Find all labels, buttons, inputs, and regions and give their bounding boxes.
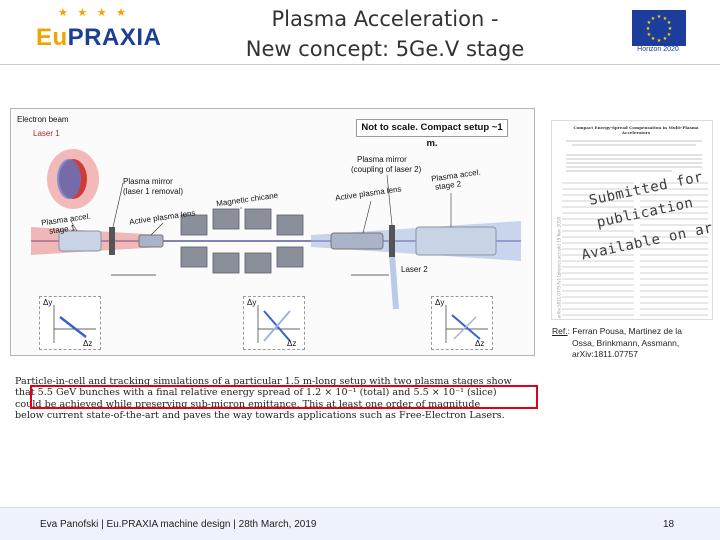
- slide-title: Plasma Acceleration - New concept: 5Ge.V…: [220, 4, 550, 64]
- phase-space-plot-1: [53, 305, 96, 343]
- label-plasma-mirror: Plasma mirror: [123, 177, 173, 186]
- phase-space-plot-3: [445, 305, 488, 343]
- label-plasma-mirror-sub: (laser 1 removal): [123, 187, 184, 196]
- svg-text:★: ★: [663, 16, 668, 22]
- setup-diagram: [31, 149, 521, 310]
- paper-text-lines: [562, 140, 708, 316]
- eu-flag-icon: ★★★ ★★★ ★★★ ★★★: [632, 10, 686, 46]
- label-electron-beam: Electron beam: [17, 115, 69, 124]
- active-plasma-lens1: [138, 234, 164, 248]
- horizon-2020-caption: Horizon 2020: [637, 46, 679, 53]
- svg-text:★: ★: [668, 26, 673, 32]
- abstract-line3: could be achieved while preserving sub-m…: [15, 398, 481, 410]
- reference-line2: Ossa, Brinkmann, Assmann,: [572, 337, 680, 348]
- plasma-stage2: [415, 226, 497, 256]
- paper-title: Compact Energy-Spread Compensation in Mu…: [573, 125, 699, 135]
- svg-text:★: ★: [647, 20, 652, 26]
- label-laser1: Laser 1: [33, 129, 60, 138]
- not-to-scale-note: Not to scale. Compact setup ~1 m.: [356, 119, 508, 149]
- plasma-mirror2: [389, 225, 395, 257]
- phase-axis-z-2: Δz: [287, 339, 297, 348]
- plasma-stage1: [58, 230, 102, 252]
- label-laser2: Laser 2: [401, 265, 428, 274]
- svg-text:★: ★: [657, 14, 662, 20]
- phase-space-panel-1: [39, 296, 101, 350]
- logo-text-eu: Eu: [36, 24, 68, 51]
- svg-text:★: ★: [667, 32, 672, 38]
- header-divider: [0, 64, 720, 65]
- paper-arxiv-id: arXiv:1811.07757v1 [physics.acc-ph] 19 N…: [556, 217, 562, 319]
- setup-figure: Electron beam Laser 1 Plasma mirror (las…: [10, 108, 535, 356]
- svg-text:★: ★: [667, 20, 672, 26]
- eu-flag-stars-icon: ★★★ ★★★ ★★★ ★★★: [632, 10, 686, 46]
- abstract-line4: below current state-of-the-art and paves…: [15, 409, 505, 421]
- footer-text: Eva Panofski | Eu.PRAXIA machine design …: [40, 519, 317, 530]
- reference-line1: Ref.: Ferran Pousa, Martinez de la: [552, 326, 714, 338]
- svg-text:★: ★: [663, 36, 668, 42]
- phase-axis-z-1: Δz: [83, 339, 93, 348]
- slide-header: ★ ★ ★ ★ EuPRAXIA Plasma Acceleration - N…: [0, 0, 720, 64]
- active-plasma-lens2: [330, 232, 384, 250]
- phase-axis-y-2: Δy: [247, 298, 257, 307]
- phase-space-panel-2: [243, 296, 305, 350]
- phase-axis-z-3: Δz: [475, 339, 485, 348]
- svg-text:★: ★: [657, 38, 662, 44]
- abstract-line1: Particle-in-cell and tracking simulation…: [15, 376, 512, 387]
- reference-block: Ref.: Ferran Pousa, Martinez de la Ossa,…: [552, 326, 714, 361]
- beam-spot: [57, 159, 81, 199]
- svg-text:★: ★: [651, 16, 656, 22]
- svg-text:★: ★: [646, 26, 651, 32]
- svg-text:★: ★: [647, 32, 652, 38]
- reference-label: Ref.: [552, 326, 568, 336]
- eupraxia-logo: ★ ★ ★ ★ EuPRAXIA: [28, 4, 178, 60]
- label-plasma-mirror-2: Plasma mirror: [357, 155, 407, 164]
- logo-stars-icon: ★ ★ ★ ★: [58, 6, 129, 19]
- paper-thumbnail: Compact Energy-Spread Compensation in Mu…: [551, 120, 713, 320]
- phase-axis-y-3: Δy: [435, 298, 445, 307]
- plasma-mirror1: [109, 227, 115, 255]
- highlight-box: [30, 385, 538, 409]
- phase-space-plot-2: [257, 305, 300, 343]
- logo-text-rest: PRAXIA: [67, 24, 162, 51]
- abstract-line2: that 5.5 GeV bunches with a final relati…: [15, 387, 497, 399]
- logo-text: EuPRAXIA: [36, 24, 161, 52]
- page-number: 18: [663, 519, 675, 530]
- abstract-excerpt: Particle-in-cell and tracking simulation…: [15, 376, 549, 421]
- slide-footer: Eva Panofski | Eu.PRAXIA machine design …: [0, 507, 720, 540]
- phase-axis-y-1: Δy: [43, 298, 53, 307]
- reference-line3: arXiv:1811.07757: [572, 349, 639, 359]
- magnetic-chicane: [180, 208, 304, 274]
- svg-text:★: ★: [651, 36, 656, 42]
- reference-authors-1: : Ferran Pousa, Martinez de la: [567, 326, 682, 336]
- label-plasma-mirror-2-sub: (coupling of laser 2): [351, 165, 422, 174]
- phase-space-panel-3: [431, 296, 493, 350]
- slide-title-line2: New concept: 5Ge.V stage: [245, 37, 525, 61]
- slide-title-line1: Plasma Acceleration -: [271, 7, 499, 31]
